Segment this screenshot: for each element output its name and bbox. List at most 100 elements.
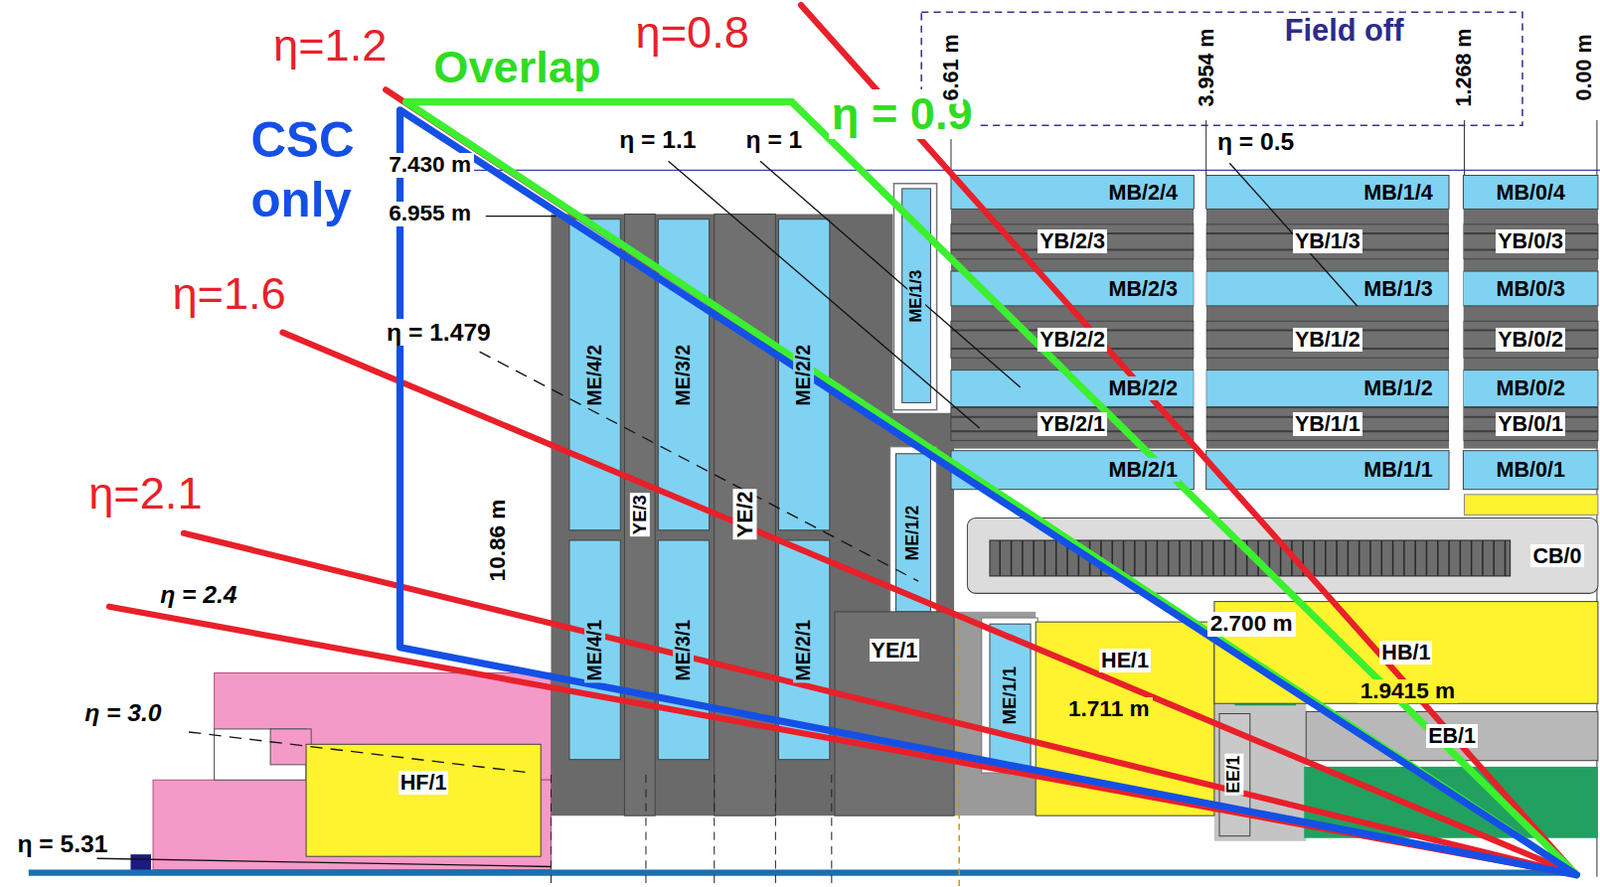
endcap-yoke: YE/1 [834, 612, 955, 816]
yoke-ring: YB/0/2 [1462, 320, 1599, 358]
coil-hatching [1133, 540, 1136, 577]
coil-hatching [1178, 540, 1181, 577]
coil-hatching [1212, 540, 1215, 577]
part-label: MB/0/3 [1493, 277, 1567, 302]
yoke-ring-shape [1462, 320, 1599, 358]
part-label: MB/0/2 [1493, 376, 1567, 401]
eta-boundary-lines [385, 89, 1577, 875]
part-label: MB/1/3 [1361, 277, 1435, 302]
dimension: 3.954 m [1194, 24, 1219, 110]
dimension: 6.955 m [385, 201, 475, 227]
muon-chamber-shape [896, 454, 932, 613]
muon-chamber-shape [1462, 271, 1599, 307]
part-label: ME/3/1 [672, 618, 694, 683]
part-label: MB/0/1 [1493, 458, 1567, 482]
coil-hatching [1392, 540, 1395, 577]
yoke-ring: YB/2/2 [951, 320, 1194, 358]
eta-value: η = 3.0 [81, 699, 164, 727]
muon-chamber: MB/0/4 [1462, 175, 1599, 210]
coil-hatching [1156, 540, 1159, 577]
coil-hatching [1437, 540, 1440, 577]
yoke-ring-shape [1462, 408, 1599, 442]
eta-value: η=1.2 [270, 20, 390, 71]
background-structure [951, 208, 1599, 449]
muon-chamber: MB/0/3 [1462, 271, 1599, 307]
dimension: 6.61 m [939, 30, 963, 104]
yoke-ring: YB/2/1 [951, 408, 1194, 442]
eta-leader-lines [97, 160, 1358, 867]
em-calorimeter: EB/1 [1305, 711, 1599, 761]
muon-chamber: MB/0/1 [1462, 451, 1599, 490]
background-structure [1448, 175, 1463, 492]
muon-chamber: ME/1/2 [896, 454, 932, 613]
yoke-ring-shape [951, 320, 1194, 358]
background-structure [981, 618, 1038, 774]
coil-hatching [998, 540, 1001, 577]
muon-chamber: MB/1/3 [1206, 271, 1449, 307]
coil-hatching [1235, 540, 1238, 577]
beam-and-dashes [550, 775, 552, 887]
em-calorimeter: EE/1 [1219, 714, 1251, 837]
coil-hatching [1021, 540, 1024, 577]
yoke-ring: YB/1/3 [1206, 224, 1449, 260]
muon-chamber: MB/2/3 [951, 271, 1194, 307]
part-label: MB/2/1 [1107, 458, 1180, 482]
field-note: Field off [1281, 13, 1408, 48]
part-label: EB/1 [1426, 724, 1478, 749]
yoke-ring-shape [1462, 224, 1599, 260]
part-label: YB/1/1 [1292, 412, 1363, 437]
muon-chamber-shape [951, 175, 1194, 210]
coil-hatching [1313, 540, 1316, 577]
part-label: YB/2/3 [1037, 229, 1108, 254]
muon-chamber: ME/4/2 [569, 219, 621, 531]
background-structure [1205, 120, 1207, 175]
eta-value: η=2.1 [85, 469, 205, 519]
background-structure [1463, 120, 1465, 175]
dimension: 0.00 m [1572, 30, 1597, 104]
coil-hatching [1492, 540, 1495, 577]
muon-chamber: MB/0/2 [1462, 370, 1599, 408]
eta-leader-lines [485, 215, 557, 217]
coil-hatching [1122, 540, 1125, 577]
eta-value: η = 2.4 [157, 581, 240, 609]
dimension: 1.268 m [1452, 24, 1477, 110]
coil-hatching [1335, 540, 1338, 577]
muon-chamber-shape [1206, 451, 1449, 490]
coil-hatching [1189, 540, 1192, 577]
coil-hatching [1223, 540, 1226, 577]
eta-leader-lines [97, 858, 552, 867]
part-label: MB/1/2 [1361, 376, 1435, 401]
yoke-ring-shape [1206, 224, 1449, 260]
coil-hatching [1324, 540, 1327, 577]
eta-value: η=1.6 [168, 269, 289, 320]
forward-calorimeter-shape [306, 744, 541, 857]
coil-hatching [1201, 540, 1204, 577]
part-label: MB/0/4 [1493, 180, 1567, 205]
part-label: HB/1 [1379, 640, 1433, 665]
eta-value: η=0.8 [633, 7, 753, 58]
coil-hatching [1044, 540, 1047, 577]
part-label: YB/0/3 [1495, 229, 1566, 254]
muon-chamber-shape [657, 219, 709, 531]
muon-chamber: MB/2/4 [951, 175, 1194, 210]
muon-chamber-shape [569, 540, 621, 761]
coil-hatching [1447, 540, 1450, 577]
yoke-ring: YB/0/3 [1462, 224, 1599, 260]
muon-chamber: ME/1/3 [902, 188, 932, 404]
endcap-yoke: YE/3 [624, 214, 655, 817]
endcap-yoke: YE/2 [714, 214, 777, 817]
yoke-ring: YB/2/3 [951, 224, 1194, 260]
solenoid-coil: CB/0 [966, 517, 1599, 594]
dimension: 2.700 m [1207, 612, 1296, 638]
part-label: YB/1/3 [1292, 229, 1363, 254]
coil-hatching [1010, 540, 1013, 577]
muon-chamber-shape [1206, 370, 1449, 408]
region-name: CSC only [248, 110, 398, 230]
coil-hatching [1055, 540, 1058, 577]
coil-hatching [1380, 540, 1383, 577]
eta-boundary-lines [183, 533, 1578, 876]
muon-chamber: ME/2/1 [778, 540, 829, 761]
